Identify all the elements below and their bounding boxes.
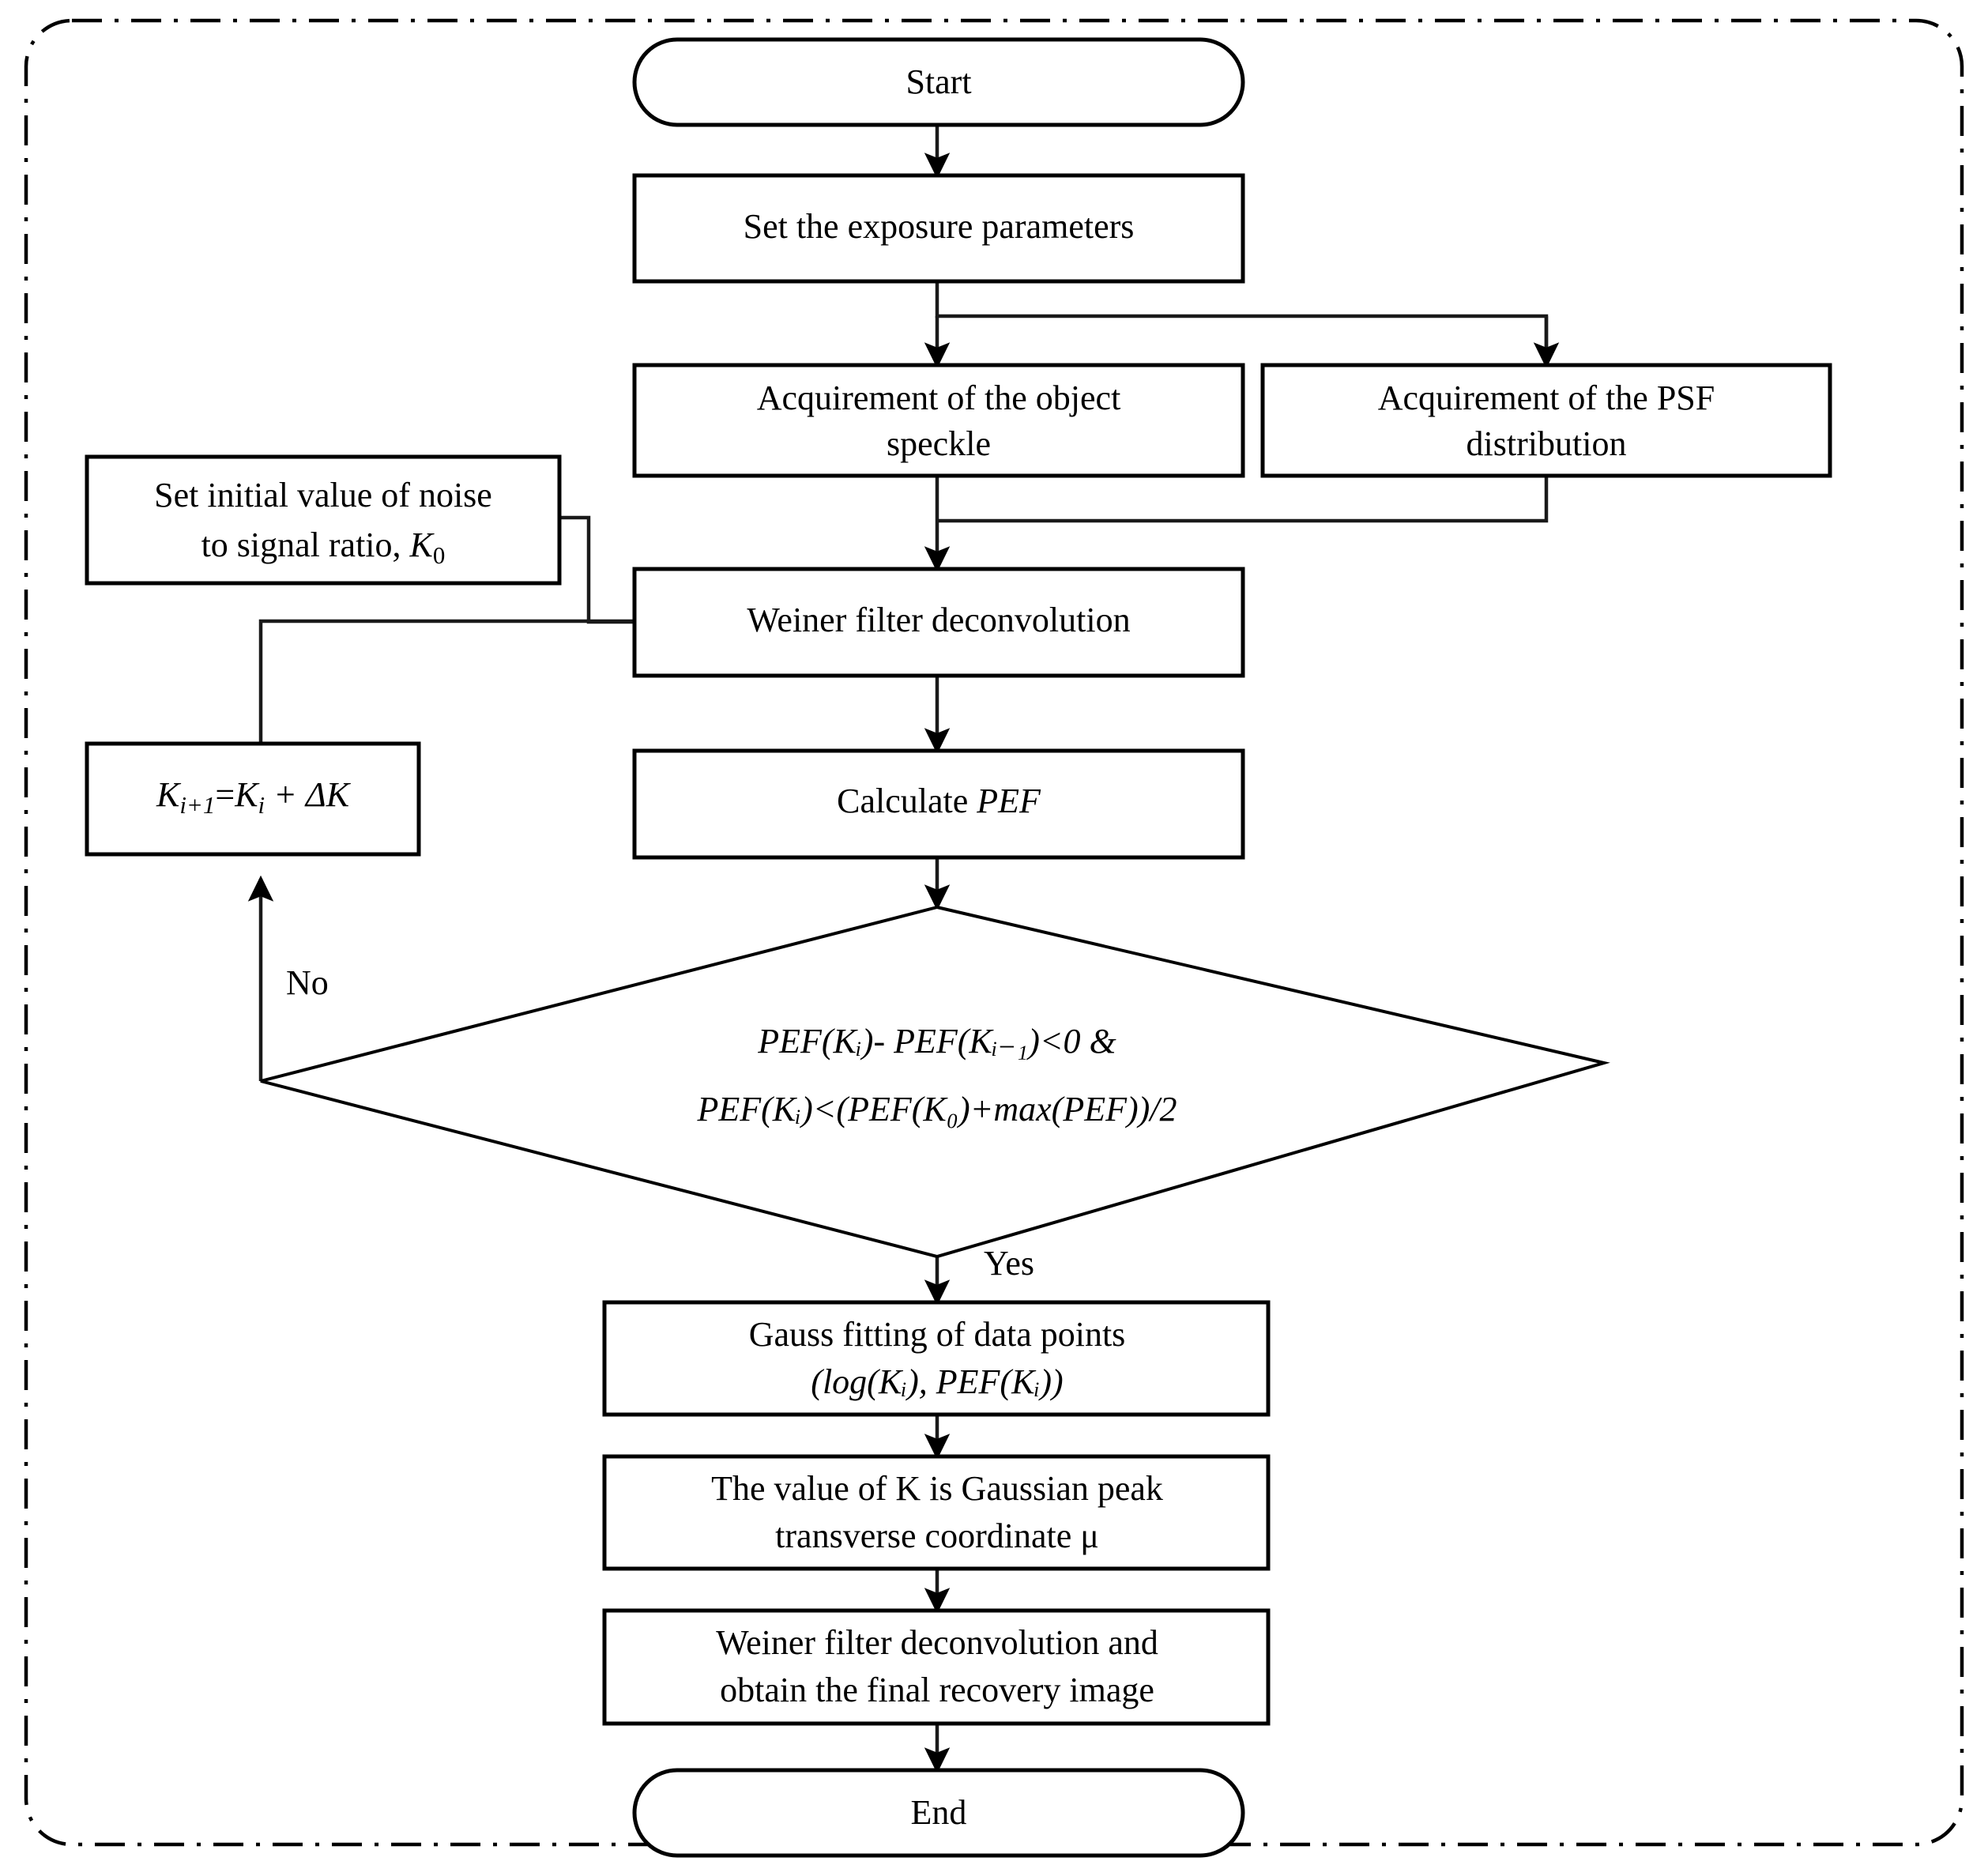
node-calculate-pef-label: Calculate PEF	[837, 782, 1041, 820]
node-decision-line1: PEF(Kᵢ)- PEF(Kᵢ₋₁)<0 &	[757, 1022, 1116, 1061]
node-set-initial[interactable]	[85, 454, 562, 586]
calc-pef-italic: PEF	[976, 782, 1041, 820]
calc-pef-text: Calculate	[837, 782, 977, 820]
node-final-deconvolution-line1: Weiner filter deconvolution and	[716, 1623, 1158, 1662]
increment-tail: + ΔK	[265, 775, 352, 814]
node-start-label: Start	[906, 62, 971, 101]
node-final-deconvolution-line2: obtain the final recovery image	[720, 1671, 1154, 1709]
node-set-initial-line1: Set initial value of noise	[154, 476, 492, 514]
increment-k1: K	[156, 775, 182, 814]
node-set-exposure[interactable]	[632, 173, 1245, 284]
node-gauss-fitting-line1: Gauss fitting of data points	[749, 1315, 1126, 1354]
node-weiner-deconvolution[interactable]	[632, 567, 1245, 678]
node-set-initial-line2: to signal ratio, K0	[201, 526, 446, 569]
node-final-deconvolution[interactable]	[602, 1608, 1271, 1726]
node-acq-psf[interactable]	[1260, 363, 1832, 478]
node-value-of-k-line1: The value of K is Gaussian peak	[711, 1469, 1163, 1508]
node-value-of-k-line2: transverse coordinate μ	[775, 1516, 1099, 1555]
increment-k1-sub: i+1	[179, 791, 215, 819]
edge-label-yes: Yes	[984, 1244, 1034, 1283]
edge-label-no: No	[286, 963, 329, 1002]
node-decision-line2: PEF(Kᵢ)<(PEF(K₀)+max(PEF))/2	[697, 1090, 1177, 1128]
node-end[interactable]	[632, 1768, 1245, 1858]
node-increment-k[interactable]	[85, 741, 421, 857]
increment-k2-sub: i	[258, 791, 265, 819]
node-increment-k-label: Ki+1=Ki + ΔK	[156, 775, 352, 819]
set-initial-sub: 0	[433, 541, 446, 569]
node-value-of-k[interactable]	[602, 1454, 1271, 1571]
node-end-label: End	[911, 1793, 967, 1832]
increment-k2: K	[234, 775, 260, 814]
set-initial-text: to signal ratio,	[201, 526, 410, 564]
node-weiner-label: Weiner filter deconvolution	[747, 601, 1130, 639]
node-acq-object-line1: Acquirement of the object	[757, 379, 1121, 417]
increment-eq: =	[215, 775, 235, 814]
node-calculate-pef[interactable]	[632, 748, 1245, 860]
node-acq-psf-line1: Acquirement of the PSF	[1378, 379, 1715, 417]
node-acq-object[interactable]	[632, 363, 1245, 478]
node-gauss-fitting-line2: (log(Kᵢ), PEF(Kᵢ))	[811, 1362, 1063, 1401]
node-decision[interactable]	[260, 905, 1610, 1259]
node-set-exposure-label: Set the exposure parameters	[744, 207, 1135, 246]
node-start[interactable]	[632, 37, 1245, 127]
set-initial-var: K	[409, 526, 435, 564]
node-acq-object-line2: speckle	[887, 424, 991, 463]
edge-psf-to-weiner-bus	[937, 476, 1549, 523]
node-acq-psf-line2: distribution	[1467, 424, 1627, 463]
node-gauss-fitting[interactable]	[602, 1300, 1271, 1417]
edge-exposure-bus	[935, 281, 1549, 360]
